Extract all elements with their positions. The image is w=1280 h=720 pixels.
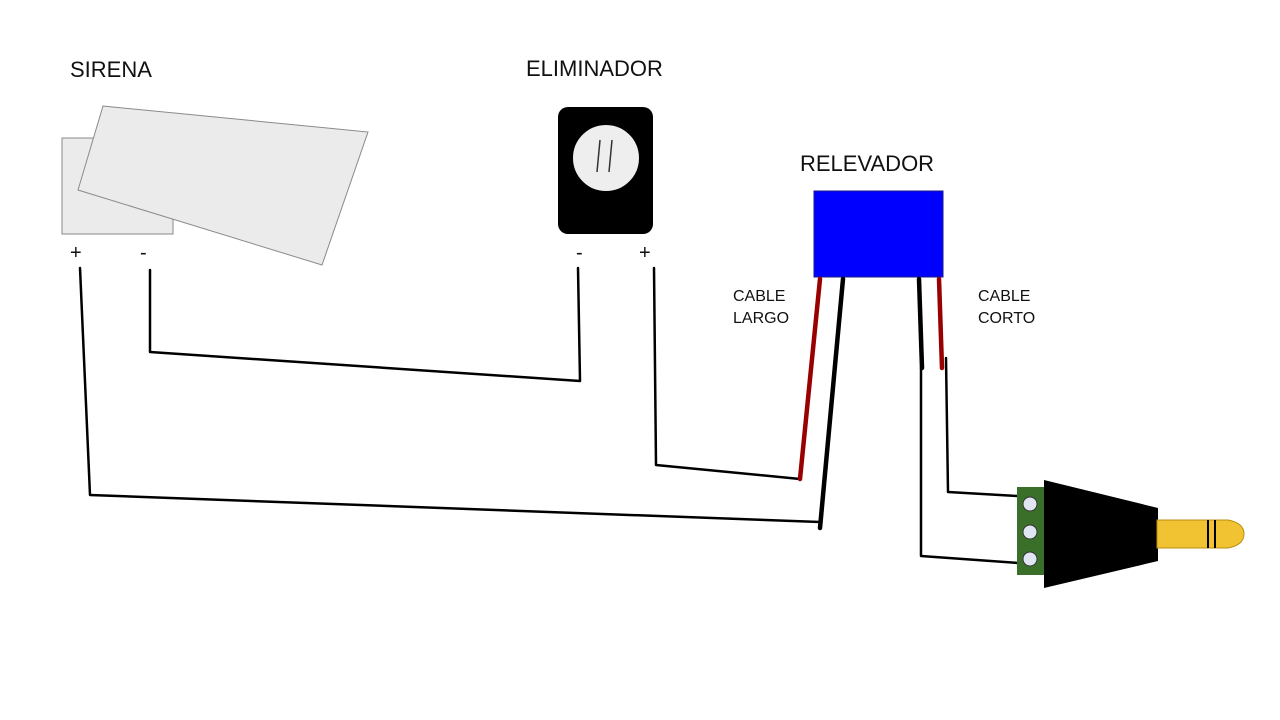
eliminador-plus-terminal: + [639, 242, 651, 264]
eliminador-label: ELIMINADOR [526, 56, 663, 81]
wire-relay-to-plug-top [944, 356, 1020, 498]
siren-icon [61, 105, 369, 266]
adapter-face [571, 123, 641, 193]
sirena-label: SIRENA [70, 57, 152, 82]
relay-long-black-lead [817, 276, 846, 531]
plug-screw-bottom [1022, 551, 1038, 567]
plug-body [1044, 480, 1158, 588]
sirena-plus-terminal: + [70, 242, 82, 264]
cable-largo-label-line1: CABLE [733, 288, 785, 305]
plug-screw-middle [1022, 524, 1038, 540]
relay-long-red-lead [797, 276, 823, 482]
plug-screw-top [1022, 496, 1038, 512]
adapter-prong-left [596, 139, 601, 173]
relevador-label: RELEVADOR [800, 151, 934, 176]
relay-icon [813, 190, 944, 278]
wire-adapter-plus-to-relay [652, 266, 802, 481]
wire-relay-to-plug-bottom [919, 366, 1020, 565]
cable-corto-label-line2: CORTO [978, 310, 1035, 327]
siren-horn [77, 105, 369, 266]
wire-siren-plus-to-relay [78, 266, 822, 524]
relay-short-black-lead [916, 276, 925, 371]
cable-corto-label-line1: CABLE [978, 288, 1030, 305]
plug-pin [1156, 519, 1245, 549]
eliminador-minus-terminal: - [576, 242, 583, 264]
power-adapter-icon [558, 107, 653, 234]
relay-short-red-lead [936, 276, 945, 371]
cable-largo-label-line2: LARGO [733, 310, 789, 327]
sirena-minus-terminal: - [140, 242, 147, 264]
audio-jack-plug-icon [1017, 480, 1245, 588]
wire-siren-minus-to-adapter-minus [148, 266, 582, 383]
adapter-prong-right [608, 139, 613, 173]
